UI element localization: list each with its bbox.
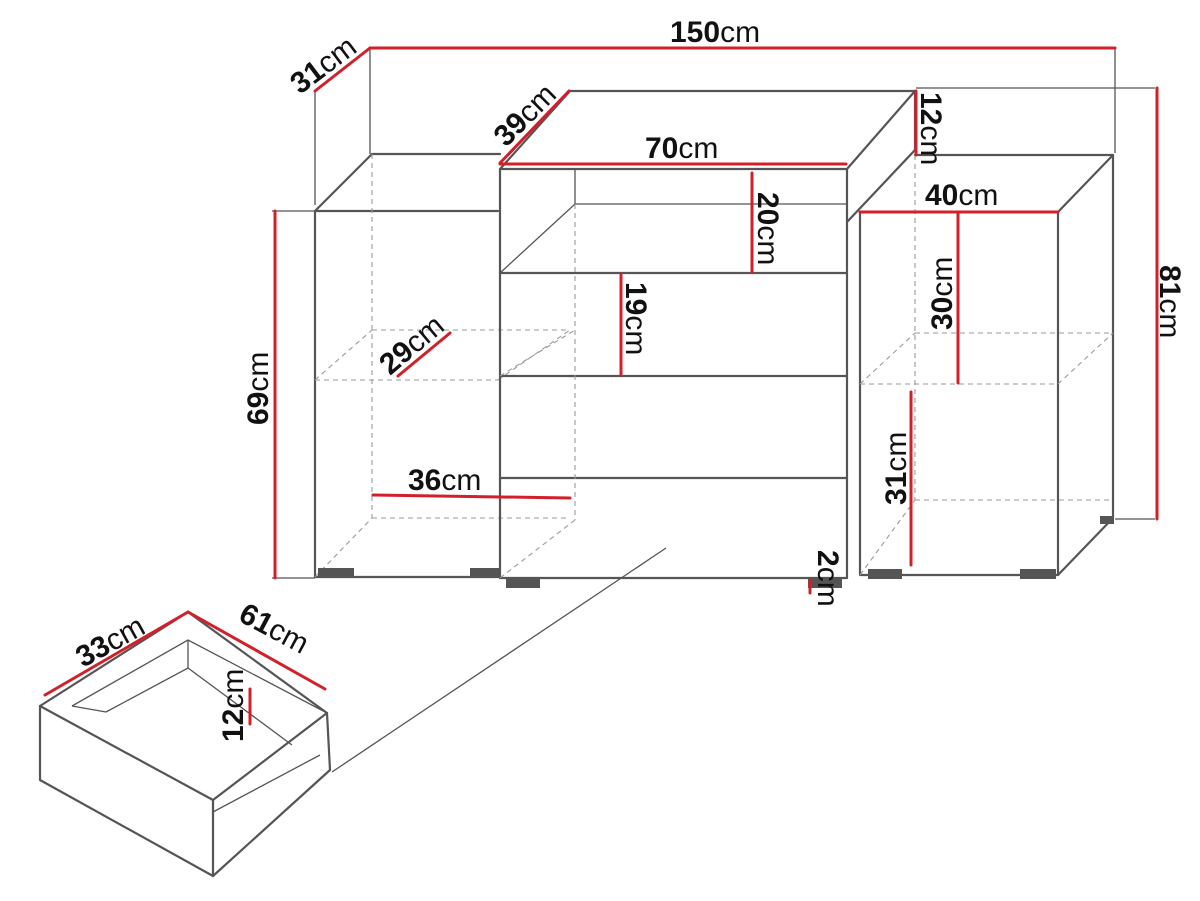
foot [868, 569, 902, 579]
label-33: 33cm [70, 610, 150, 674]
foot [470, 568, 500, 578]
dimension-labels: 150cm 31cm 39cm 70cm 12cm 40cm 81cm 69cm… [70, 16, 1186, 742]
foot [506, 578, 540, 588]
dim-line-29 [396, 331, 452, 378]
dimension-lines [43, 46, 1159, 726]
label-70: 70cm [645, 132, 718, 165]
foot [1020, 569, 1056, 579]
label-69: 69cm [242, 352, 275, 425]
label-30: 30cm [926, 257, 959, 330]
extension-lines [272, 48, 1155, 773]
dim-line-61 [186, 610, 327, 691]
label-36: 36cm [408, 464, 481, 497]
dim-line-36 [371, 493, 572, 500]
dim-line-31-top [313, 46, 372, 93]
label-31-right: 31cm [880, 432, 913, 505]
label-12-drawer: 12cm [217, 669, 250, 742]
label-61: 61cm [234, 597, 314, 661]
dim-line-33 [43, 610, 190, 697]
label-19: 19cm [619, 282, 652, 355]
label-2: 2cm [811, 550, 844, 607]
label-31-top: 31cm [284, 30, 362, 101]
right-cabinet [858, 153, 1115, 579]
drawer-detail [38, 610, 332, 878]
label-20: 20cm [751, 192, 784, 265]
dim-line-39 [498, 89, 571, 165]
center-cabinet [498, 89, 917, 588]
foot [1100, 516, 1114, 524]
detail-pointer [331, 547, 667, 773]
left-cabinet [313, 152, 571, 579]
label-40: 40cm [925, 179, 998, 212]
label-12-top: 12cm [914, 92, 947, 165]
foot [318, 568, 354, 578]
label-150: 150cm [670, 16, 760, 49]
foot [808, 578, 842, 588]
label-81: 81cm [1153, 265, 1186, 338]
label-29: 29cm [373, 309, 450, 381]
